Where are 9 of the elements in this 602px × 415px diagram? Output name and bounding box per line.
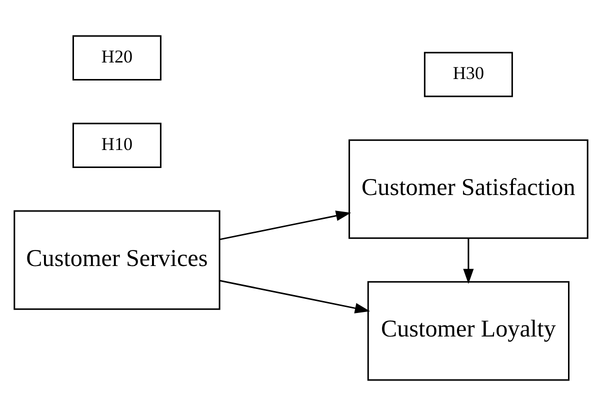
arrow <box>463 238 474 284</box>
node-box: H30 <box>424 51 513 97</box>
node-box: Customer Services <box>14 210 220 310</box>
node-box: Customer Loyalty <box>367 280 570 380</box>
node-box: H10 <box>72 122 162 168</box>
node-box: Customer Satisfaction <box>348 138 588 238</box>
arrow <box>220 210 352 240</box>
node-box: H20 <box>72 34 162 80</box>
arrow <box>220 279 370 313</box>
